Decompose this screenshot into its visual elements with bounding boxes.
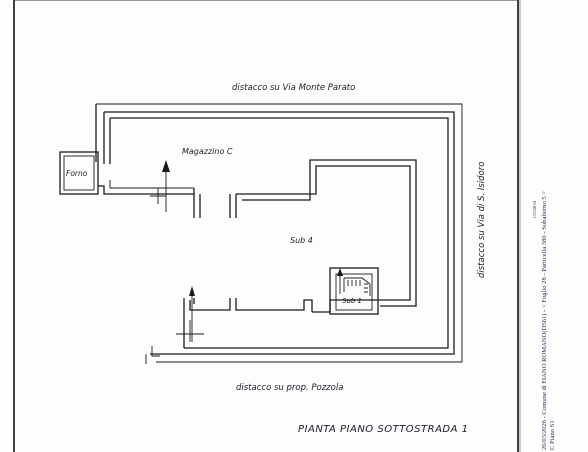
right-boundary-label: distacco su Via di S. Isidoro xyxy=(477,162,487,278)
oven-connection xyxy=(98,185,194,195)
plan-title: PIANTA PIANO SOTTOSTRADA 1 xyxy=(298,424,469,435)
bottom-boundary-label: distacco su prop. Pozzola xyxy=(236,383,343,393)
corner-mark xyxy=(145,346,160,364)
unit-label-sub1: Sub 1 xyxy=(342,297,362,305)
cadastral-stamp-line1: 26/03/2026 - Comune di FIANO ROMANO(D561… xyxy=(541,191,548,450)
entrance-arrow-lower-icon xyxy=(176,286,204,342)
sub1-unit xyxy=(329,267,379,315)
cadastral-stamp-line2: C Piano S1 xyxy=(549,420,556,450)
room-label-magazzino: Magazzino C xyxy=(182,147,233,156)
cadastral-stamp-code: U2550 01 xyxy=(532,200,537,218)
room-label-forno: Forno xyxy=(66,169,88,178)
top-boundary-label: distacco su Via Monte Parato xyxy=(232,83,355,93)
stair-icon xyxy=(343,277,371,296)
sub1-unit-inner xyxy=(335,273,373,311)
building-inner-wall xyxy=(110,117,449,349)
sub4-lower-wall xyxy=(183,298,313,348)
boundary-outline xyxy=(96,103,463,363)
oven-room xyxy=(59,151,99,195)
oven-connection-inner xyxy=(109,180,194,189)
building-outer-wall xyxy=(104,111,455,355)
stair-arrow-icon xyxy=(337,268,343,294)
partition-wall xyxy=(193,159,417,313)
oven-room-inner xyxy=(63,155,95,191)
entrance-arrow-icon xyxy=(150,160,170,212)
unit-label-sub4: Sub 4 xyxy=(290,236,313,245)
